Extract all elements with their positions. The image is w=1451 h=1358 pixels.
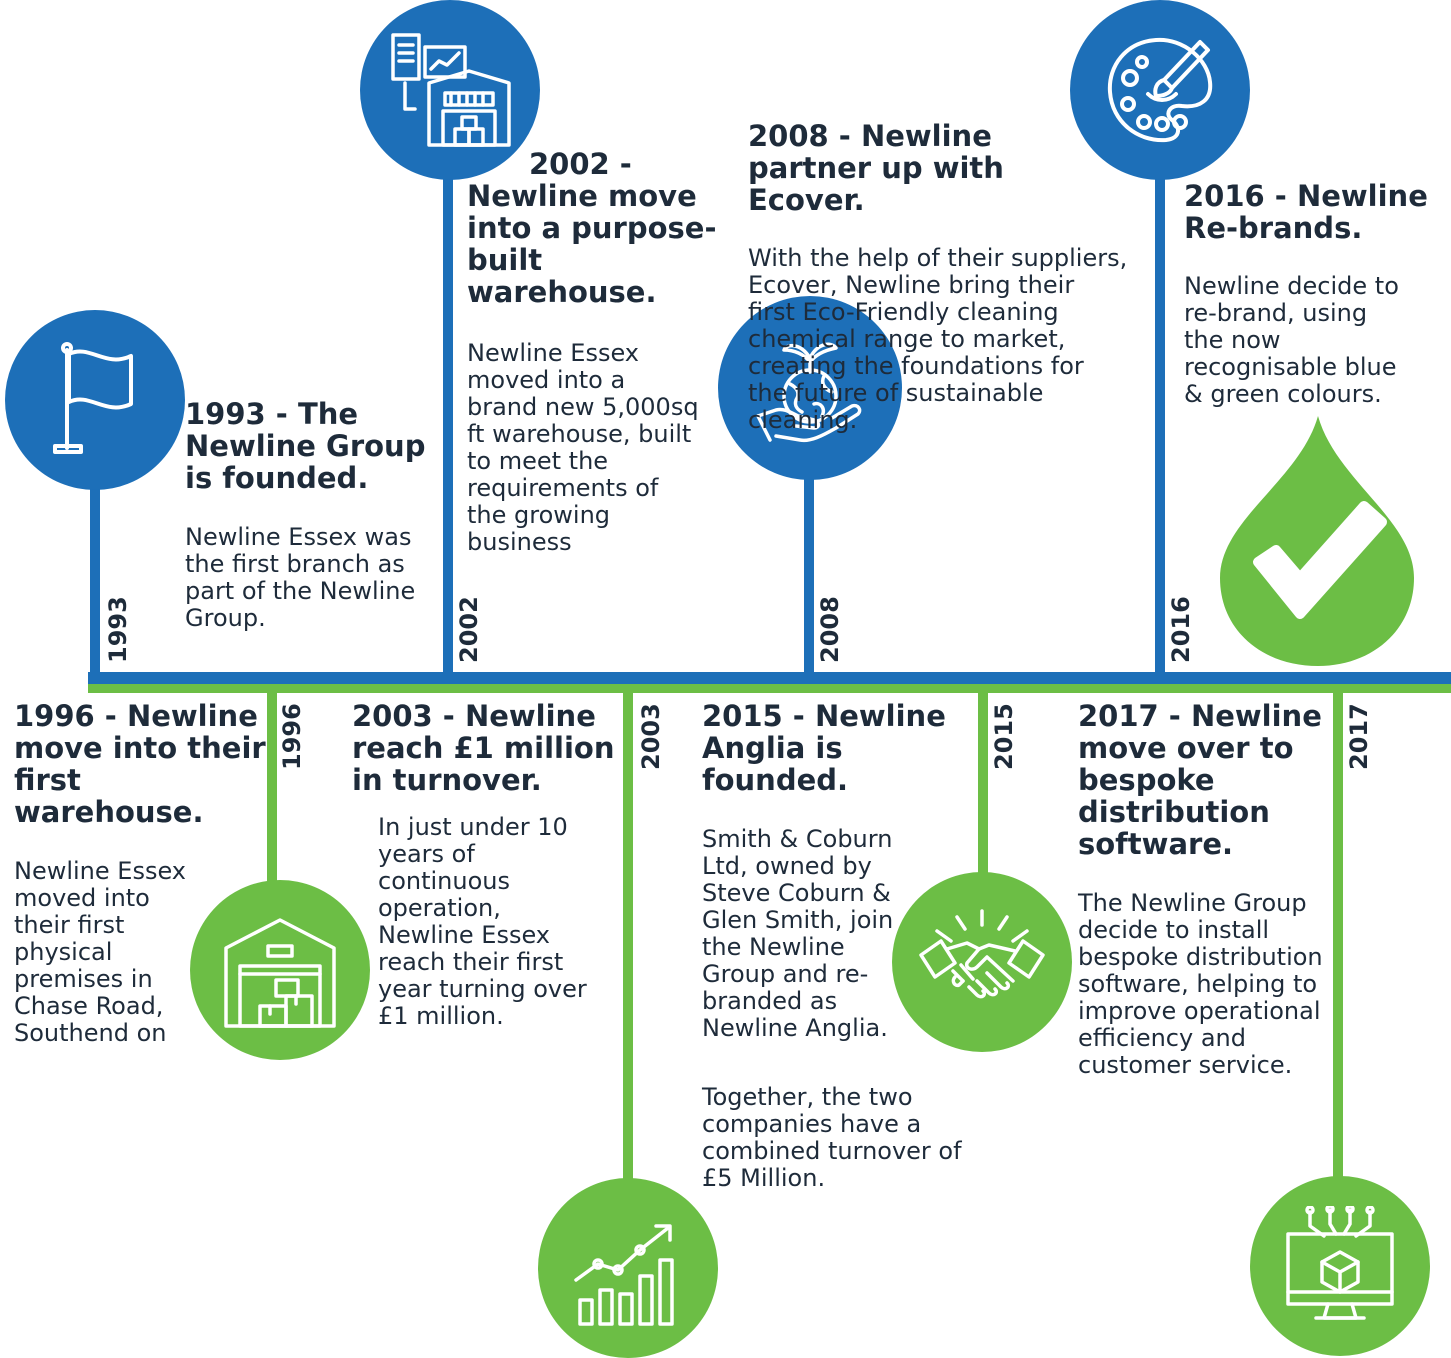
event-body-2002: Newline Essex moved into a brand new 5,0… [467,339,699,556]
warehouse-dashboard-icon [391,33,511,147]
stem-2016 [1155,160,1165,678]
year-label-2015: 2015 [990,703,1018,770]
green-timeline [88,684,1451,693]
event-body-2016: Newline decide to re-brand, using the no… [1184,272,1399,408]
stem-1993 [90,480,100,678]
event-title-1996: 1996 - Newline move into their first war… [14,699,266,829]
year-label-2002: 2002 [455,596,483,663]
circle-2015 [892,872,1072,1052]
year-label-2017: 2017 [1345,703,1373,770]
event-title-2003: 2003 - Newline reach £1 million in turno… [352,699,615,797]
growth-chart-icon [574,1224,674,1326]
circle-2008 [718,296,902,480]
event-title-2015: 2015 - Newline Anglia is founded. [702,699,946,797]
handshake-icon [919,909,1045,999]
palette-icon [1107,37,1213,143]
circle-2016 [1070,0,1250,180]
eco-globe-hand-icon [756,342,862,443]
circle-1993 [5,310,185,490]
year-label-2008: 2008 [816,596,844,663]
circle-2017 [1250,1176,1430,1356]
event-title-2002: 2002 - Newline move into a purpose-built… [467,147,717,309]
event-body-1993: Newline Essex was the first branch as pa… [185,523,416,632]
event-body-2008: With the help of their suppliers, Ecover… [748,244,1128,434]
circle-1996 [190,880,370,1060]
stem-2003 [623,690,633,1190]
event-title-2017: 2017 - Newline move over to bespoke dist… [1078,699,1322,861]
warehouse-boxes-icon [224,918,336,1028]
event-body-2017: The Newline Group decide to install besp… [1078,889,1323,1079]
blue-timeline [88,672,1451,684]
circle-2002 [360,0,540,180]
event-body2-2015: Together, the two companies have a combi… [702,1083,962,1192]
event-body-1996: Newline Essex moved into their first phy… [14,857,187,1047]
stem-2002 [443,160,453,678]
year-label-1993: 1993 [104,596,132,663]
stem-2008 [804,470,814,678]
stem-2015 [978,690,988,890]
stem-1996 [267,690,277,890]
stem-2017 [1333,690,1343,1190]
year-label-1996: 1996 [278,703,306,770]
year-label-2003: 2003 [637,703,665,770]
event-title-2016: 2016 - Newline Re-brands. [1184,179,1428,245]
event-title-1993: 1993 - The Newline Group is founded. [185,397,426,495]
flag-icon [53,342,133,454]
event-body-2003: In just under 10 years of continuous ope… [378,813,587,1030]
event-body-2015: Smith & Coburn Ltd, owned by Steve Cobur… [702,825,894,1042]
event-title-2008: 2008 - Newline partner up with Ecover. [748,119,1004,217]
year-label-2016: 2016 [1167,596,1195,663]
circle-2003 [538,1178,718,1358]
green-drop-check-logo [1220,416,1414,666]
computer-cube-icon [1286,1206,1394,1320]
